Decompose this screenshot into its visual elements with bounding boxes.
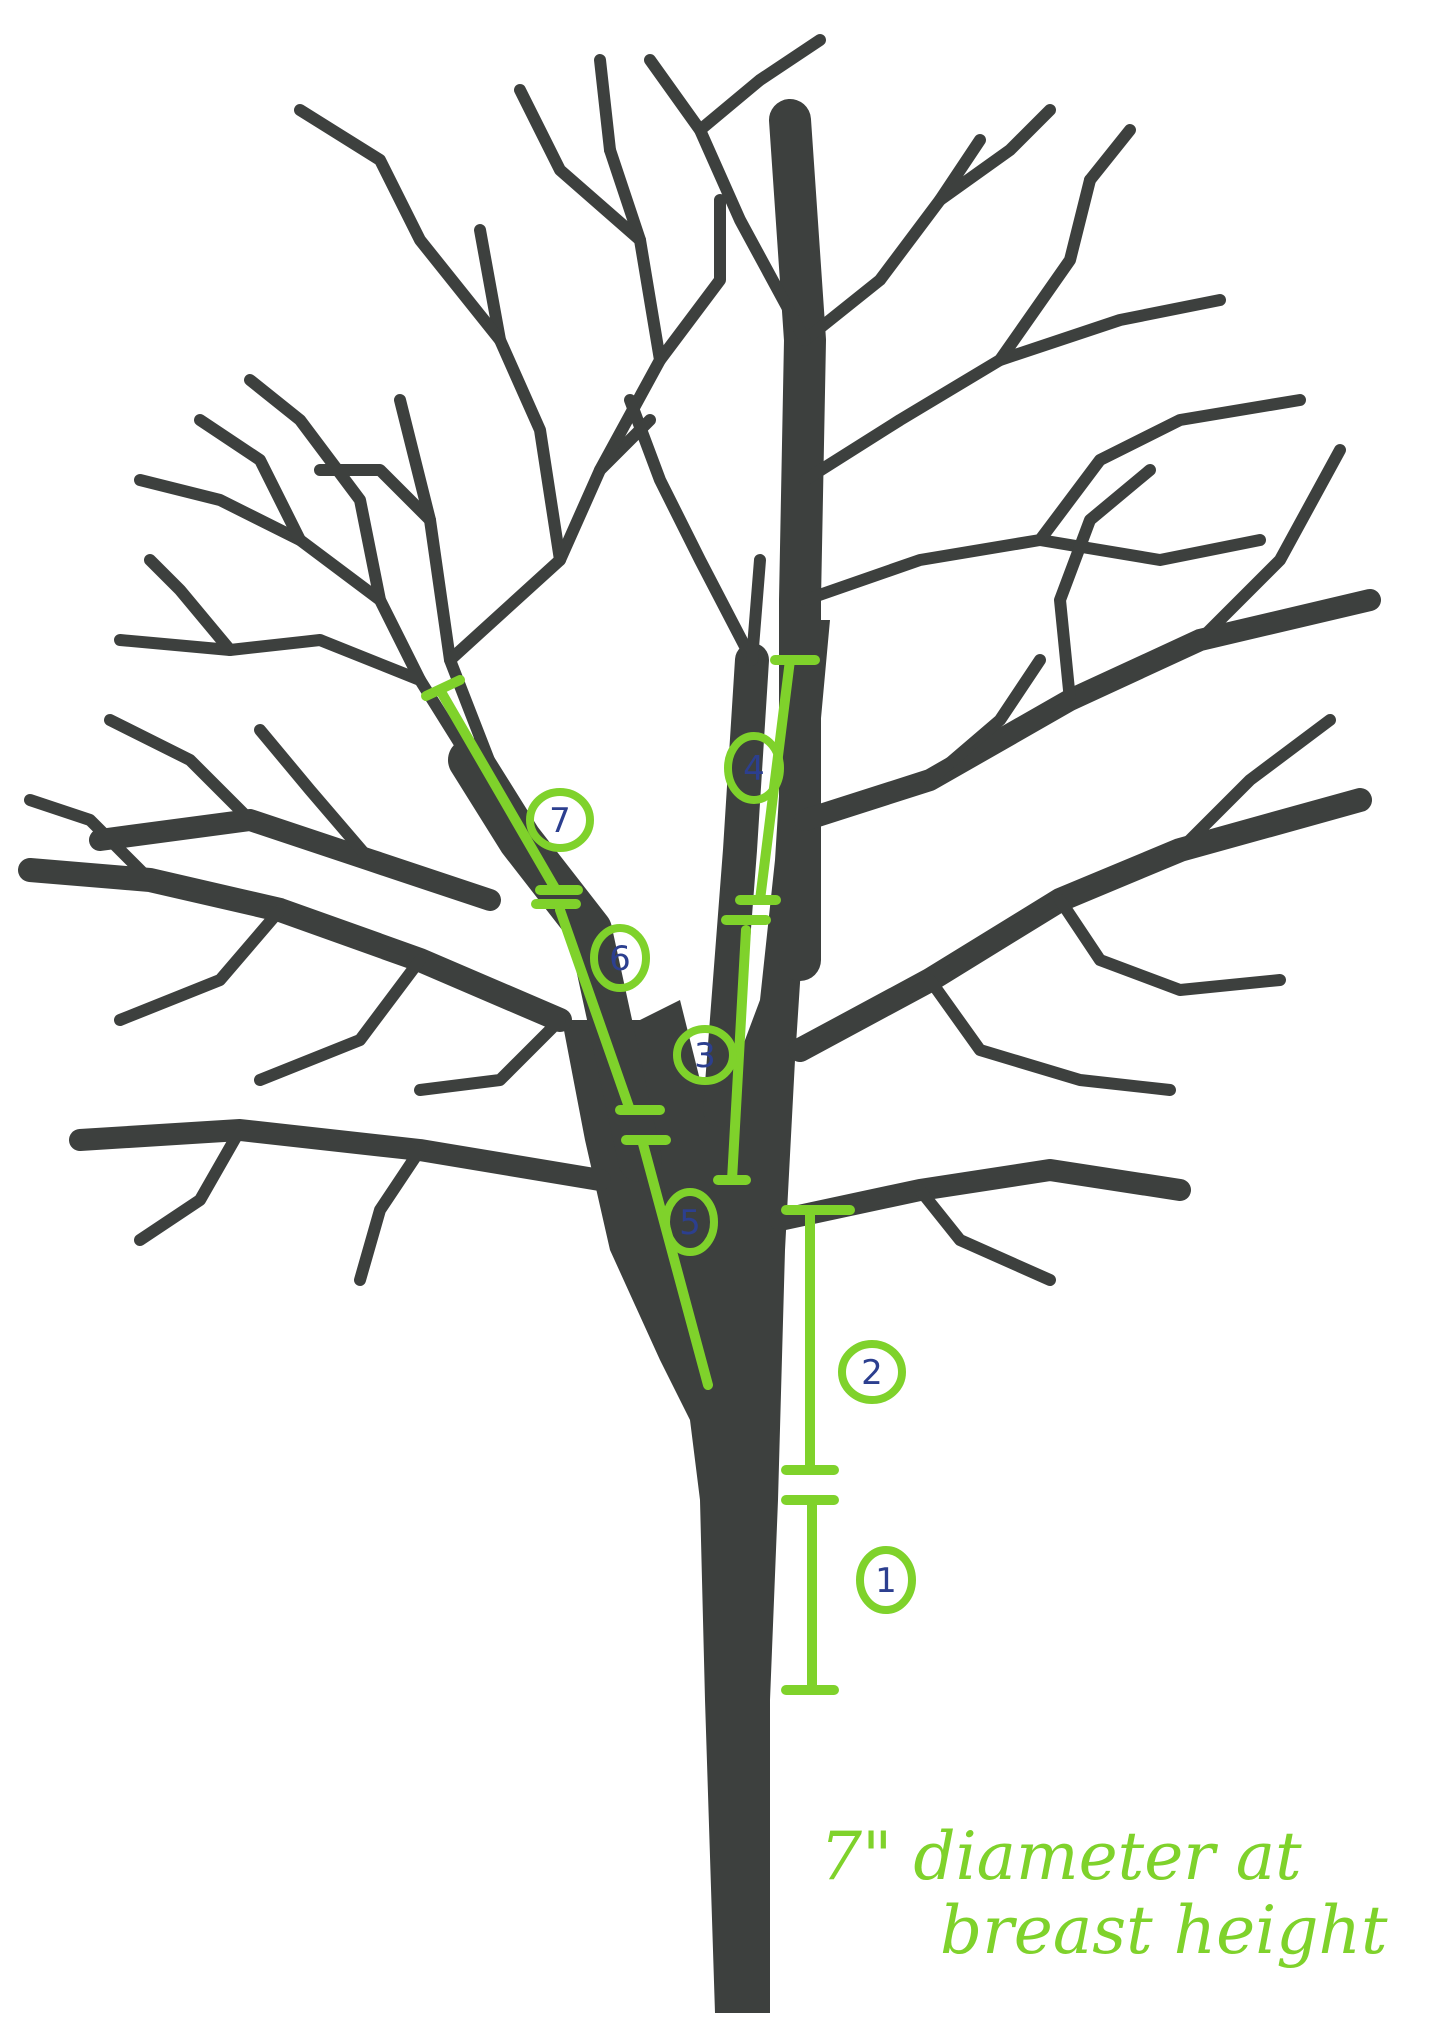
segment-2 [786, 1210, 850, 1470]
segment-label-7: 7 [530, 792, 590, 848]
diameter-note-line-1: 7" diameter at [820, 1820, 1388, 1894]
segment-label-1: 1 [860, 1550, 912, 1610]
diameter-note-line-2: breast height [820, 1894, 1388, 1968]
svg-text:7: 7 [549, 801, 571, 841]
leader-center [790, 120, 805, 960]
svg-text:4: 4 [743, 749, 765, 789]
svg-text:6: 6 [609, 939, 631, 979]
limb-left-low [80, 1130, 600, 1180]
svg-text:1: 1 [875, 1561, 897, 1601]
svg-text:5: 5 [679, 1203, 701, 1243]
segment-1 [786, 1500, 834, 1690]
segment-label-2: 2 [842, 1344, 902, 1400]
svg-text:3: 3 [694, 1036, 716, 1076]
svg-text:2: 2 [861, 1353, 883, 1393]
limb-right-upper [805, 600, 1370, 820]
diameter-note: 7" diameter at breast height [820, 1820, 1388, 1968]
